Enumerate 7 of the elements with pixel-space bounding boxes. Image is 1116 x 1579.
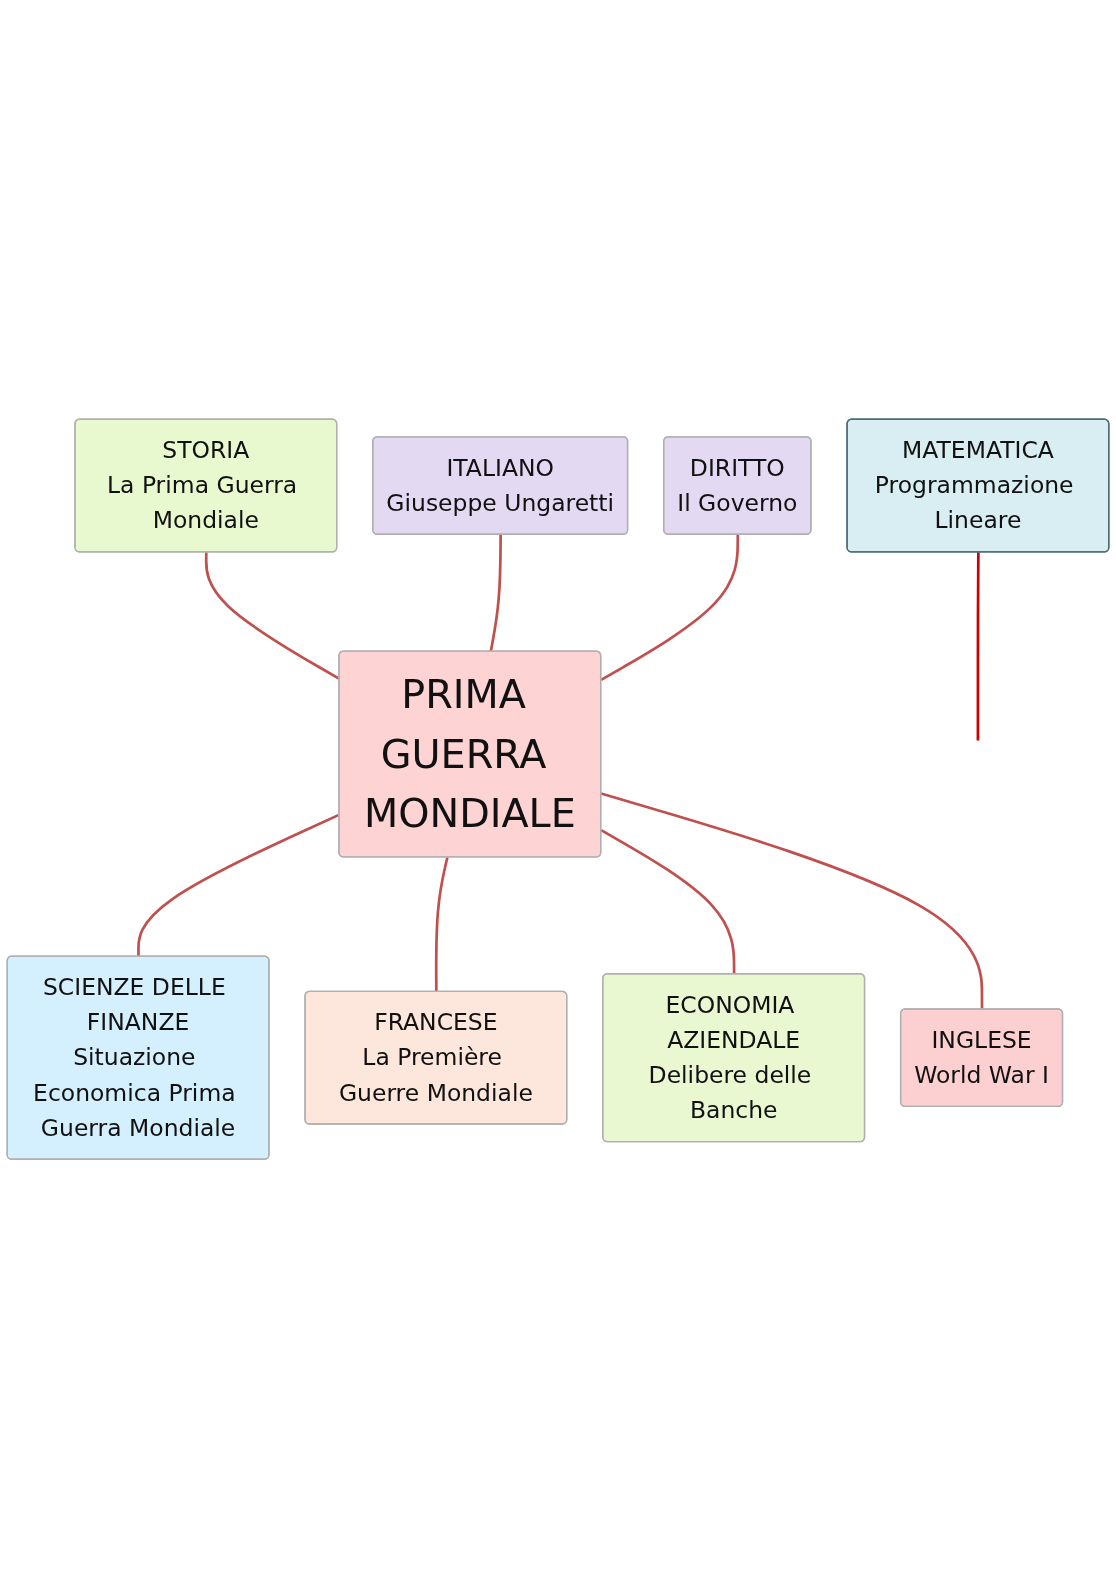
connector (489, 535, 502, 653)
connector (600, 829, 736, 975)
connector (137, 813, 340, 957)
connector (976, 552, 980, 741)
connector (600, 792, 984, 1010)
connector (600, 535, 740, 682)
connector (434, 857, 449, 993)
